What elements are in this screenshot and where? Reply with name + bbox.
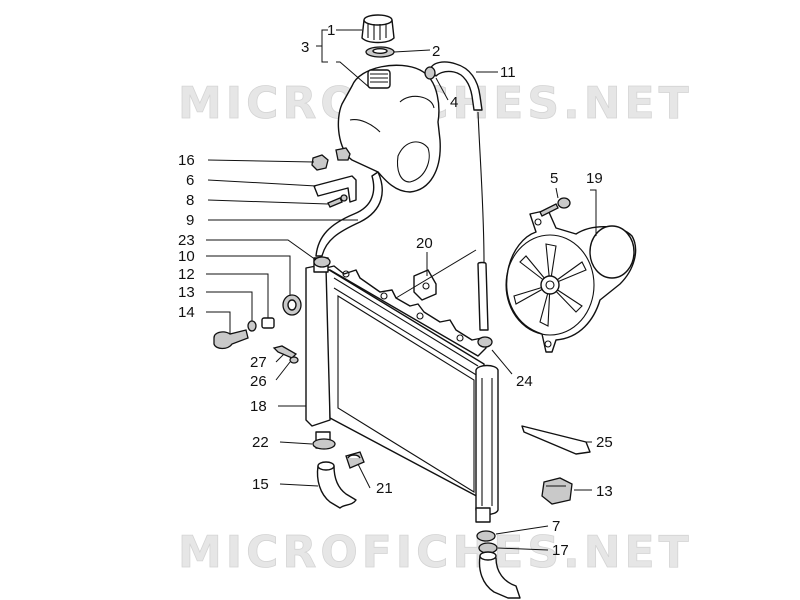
label-22: 22 (252, 434, 269, 451)
rubber-block (541, 477, 573, 505)
lower-right-hose (476, 530, 521, 599)
leader-lines (206, 29, 597, 551)
tank-cap (361, 14, 395, 44)
small-screw-set (272, 345, 299, 364)
overflow-hose-lower (477, 261, 493, 348)
label-23: 23 (178, 232, 195, 249)
label-3: 3 (301, 39, 309, 56)
overflow-hose (424, 61, 485, 263)
label-27: 27 (250, 354, 267, 371)
label-5: 5 (550, 170, 558, 187)
mounting-hardware (311, 147, 357, 208)
label-13-right: 13 (596, 483, 613, 500)
lower-left-hose (312, 438, 357, 509)
fan-blades (513, 243, 587, 327)
label-10: 10 (178, 248, 195, 265)
cooling-fan (505, 209, 637, 353)
label-19: 19 (586, 170, 603, 187)
label-14: 14 (178, 304, 195, 321)
expansion-tank (337, 64, 441, 193)
reference-numbers: 3 1 2 11 4 16 6 8 9 23 10 12 13 14 27 26… (178, 22, 613, 559)
fan-screw (539, 197, 571, 217)
clamp-top-left (313, 256, 331, 268)
label-11: 11 (500, 64, 516, 81)
label-26: 26 (250, 373, 267, 390)
label-20: 20 (416, 235, 433, 252)
label-25: 25 (596, 434, 613, 451)
tank-outlet-hose (315, 171, 383, 257)
rubber-mount (345, 451, 365, 469)
label-13: 13 (178, 284, 195, 301)
label-21: 21 (376, 480, 393, 497)
label-15: 15 (252, 476, 269, 493)
label-7: 7 (552, 518, 560, 535)
label-24: 24 (516, 373, 533, 390)
radiator (305, 257, 499, 523)
label-18: 18 (250, 398, 267, 415)
label-8: 8 (186, 192, 194, 209)
label-17: 17 (552, 542, 569, 559)
cap-gasket (365, 46, 395, 58)
adhesive-strip (521, 425, 591, 455)
label-9: 9 (186, 212, 194, 229)
label-16: 16 (178, 152, 195, 169)
watermark-bottom: MICROFICHES.NET (178, 527, 693, 578)
label-1: 1 (327, 22, 335, 39)
label-2: 2 (432, 43, 440, 60)
radiator-mount-kit (213, 294, 302, 350)
label-12: 12 (178, 266, 195, 283)
label-6: 6 (186, 172, 194, 189)
label-4: 4 (450, 94, 458, 111)
